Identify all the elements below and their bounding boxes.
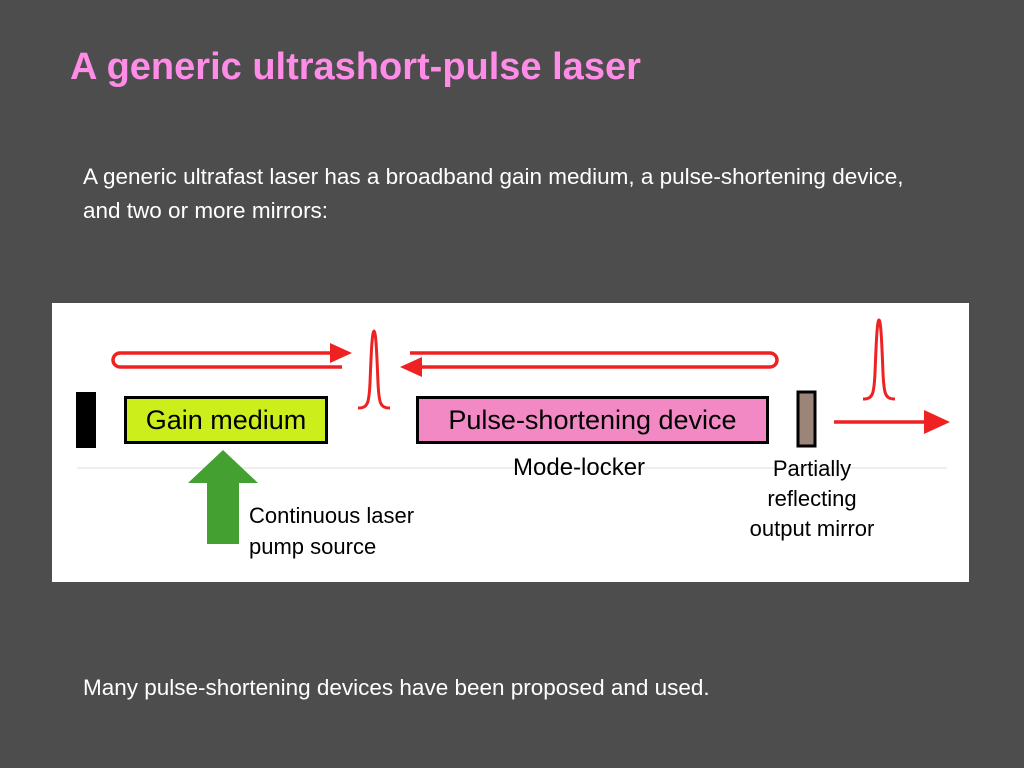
slide-title: A generic ultrashort-pulse laser — [70, 46, 641, 88]
pump-source-label: Continuous laser pump source — [249, 500, 414, 562]
laser-diagram-graphics — [76, 318, 950, 544]
end-mirror — [76, 392, 96, 448]
output-beam-arrowhead — [924, 410, 950, 434]
output-mirror-label-line-3: output mirror — [749, 516, 875, 541]
output-pulse — [862, 318, 896, 401]
mode-locker-label: Mode-locker — [513, 454, 646, 481]
laser-diagram: Gain medium Pulse-shortening device Mode… — [52, 303, 969, 582]
footer-text: Many pulse-shortening devices have been … — [83, 675, 710, 700]
beam-arrowhead-left — [400, 357, 422, 377]
intro-text: A generic ultrafast laser has a broadban… — [83, 164, 904, 223]
beam-path-return — [410, 351, 779, 369]
pump-source-label-line-1: Continuous laser — [249, 503, 415, 528]
pulse-shortening-device-label: Pulse-shortening device — [448, 404, 737, 435]
gain-medium-label: Gain medium — [145, 404, 307, 435]
pulse-shortening-device-box: Pulse-shortening device — [416, 396, 769, 444]
gain-medium-box: Gain medium — [124, 396, 328, 444]
output-mirror-label-line-1: Partially — [772, 456, 852, 481]
output-mirror-label: Partially reflecting output mirror — [732, 454, 892, 544]
beam-path-forward — [111, 351, 342, 369]
pump-arrow — [188, 450, 258, 544]
pump-source-label-line-2: pump source — [249, 534, 377, 559]
beam-arrowhead-right — [330, 343, 352, 363]
output-mirror-label-line-2: reflecting — [767, 486, 857, 511]
output-mirror — [796, 390, 817, 448]
intracavity-pulse — [357, 329, 391, 410]
